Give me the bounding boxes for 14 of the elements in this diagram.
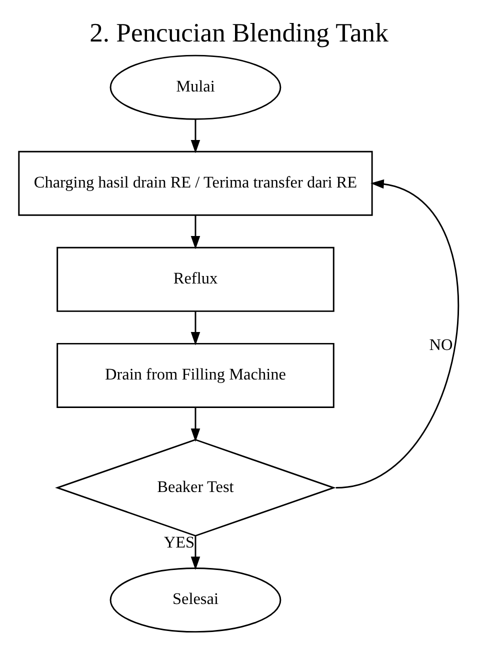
node-box: Reflux [56,246,334,312]
node-box: Drain from Filling Machine [56,342,334,408]
arrow [190,119,200,154]
node-box: Charging hasil drain RE / Terima transfer dari RE [18,150,373,216]
node-diamond: Beaker Test [55,438,336,537]
edge-label: NO [429,336,453,354]
node-ellipse: Mulai [110,54,282,120]
arrow [190,215,200,250]
node-ellipse: Selesai [110,568,282,633]
arrow [190,536,200,570]
arrow [190,311,200,346]
arrow [190,407,200,442]
arrow [336,179,460,488]
diagram-title: 2. Pencucian Blending Tank [90,17,388,48]
